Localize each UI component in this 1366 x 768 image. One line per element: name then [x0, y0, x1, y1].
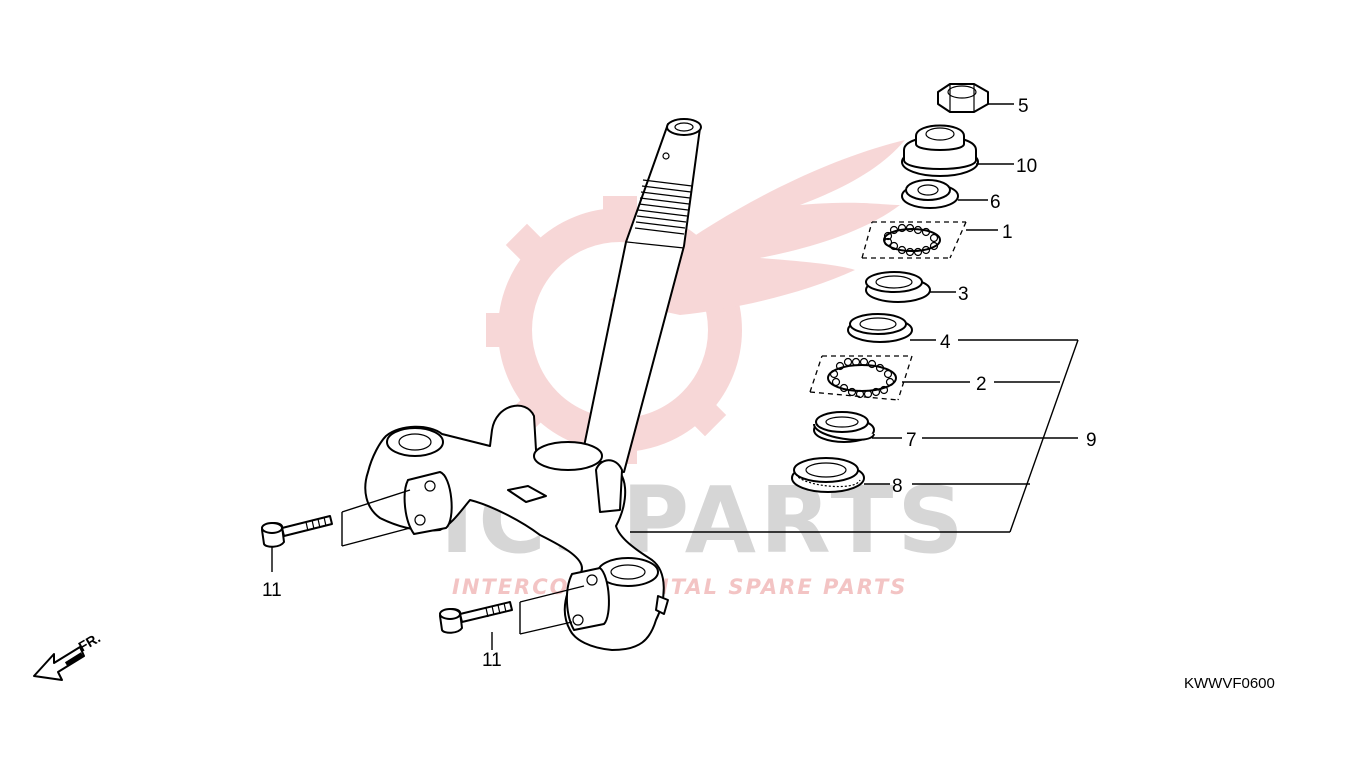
- diagram-code: KWWVF0600: [1184, 675, 1275, 692]
- part-6-cone-race: [901, 179, 959, 209]
- part-10-lock-nut: [901, 124, 979, 177]
- bolt-right: [439, 601, 513, 634]
- callout-10: 10: [1016, 156, 1037, 177]
- callout-1: 1: [1002, 222, 1013, 243]
- part-4-ball-race: [847, 313, 913, 343]
- callout-6: 6: [990, 192, 1001, 213]
- part-8-dust-seal: [791, 457, 865, 493]
- callout-4: 4: [940, 332, 951, 353]
- part-2-ball-bearing: [809, 355, 913, 401]
- callout-7: 7: [906, 430, 917, 451]
- callout-8: 8: [892, 476, 903, 497]
- arrow-front-icon: FR.: [33, 629, 103, 681]
- part-7-cone-race: [813, 411, 875, 443]
- callout-2: 2: [976, 374, 987, 395]
- callout-11-left: 11: [262, 580, 282, 601]
- bolt-leaders: [271, 489, 585, 650]
- callout-leaders: [630, 103, 1079, 533]
- callout-11-right: 11: [482, 650, 502, 671]
- bolt-left: [261, 515, 333, 548]
- part-5-nut: [937, 83, 989, 113]
- callout-labels: 5 10 6 1 3 4 2 7 8 9 11 11: [262, 96, 1097, 671]
- watermark-tagline: INTERCONTINENTAL SPARE PARTS: [452, 575, 907, 599]
- part-3-ball-race: [865, 271, 931, 303]
- callout-3: 3: [958, 284, 969, 305]
- part-1-ball-bearing: [861, 221, 967, 259]
- steering-stem: [364, 118, 702, 651]
- callout-5: 5: [1018, 96, 1029, 117]
- callout-9: 9: [1086, 430, 1097, 451]
